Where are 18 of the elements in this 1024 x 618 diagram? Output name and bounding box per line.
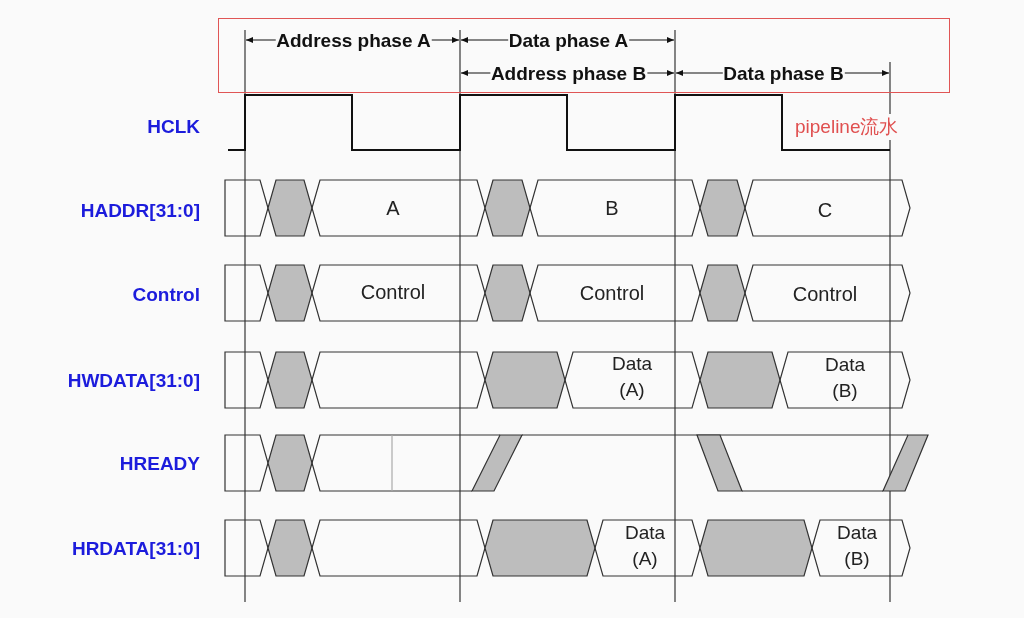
signal-name: HRDATA[31:0] <box>71 538 200 560</box>
signal-name: HADDR[31:0] <box>80 200 200 222</box>
bus-value: Data (A) <box>623 521 667 571</box>
bus-value: A <box>386 196 400 220</box>
bus-value: C <box>817 198 833 222</box>
bus-value: Data (B) <box>823 353 867 403</box>
bus-value: Control <box>579 281 645 305</box>
signal-name: HREADY <box>119 453 200 475</box>
signal-name: HCLK <box>147 116 200 138</box>
highlight-box <box>218 18 950 93</box>
signal-name: Control <box>132 284 200 306</box>
bus-value: Data (B) <box>835 521 879 571</box>
bus-value: Control <box>792 282 858 306</box>
bus-value: Data (A) <box>610 352 654 402</box>
signal-name: HWDATA[31:0] <box>67 370 200 392</box>
bus-value: Control <box>360 280 426 304</box>
annotation: pipeline流水 <box>795 114 899 140</box>
bus-value: B <box>605 196 619 220</box>
